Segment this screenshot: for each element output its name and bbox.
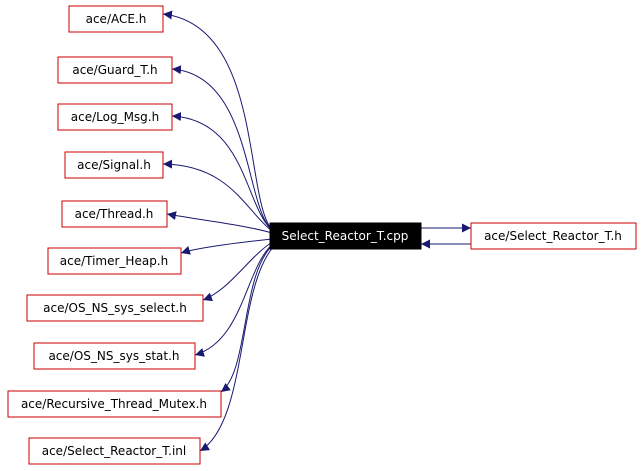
edge-to-os-ns-sys-stat-h <box>194 241 276 357</box>
node-select-reactor-t-h[interactable]: ace/Select_Reactor_T.h <box>470 222 637 250</box>
node-os-ns-sys-select-h[interactable]: ace/OS_NS_sys_select.h <box>26 294 204 322</box>
node-signal-h[interactable]: ace/Signal.h <box>64 151 164 179</box>
edge-to-os-ns-sys-select-h <box>202 240 275 302</box>
edge-to-log-msg-h <box>171 112 272 230</box>
node-label: ace/Select_Reactor_T.inl <box>42 444 187 458</box>
node-label: ace/Recursive_Thread_Mutex.h <box>21 397 207 411</box>
node-ace-h[interactable]: ace/ACE.h <box>68 5 164 33</box>
node-label: ace/Select_Reactor_T.h <box>484 229 622 243</box>
node-select-reactor-t-inl[interactable]: ace/Select_Reactor_T.inl <box>28 437 201 465</box>
edge-to-thread-h <box>166 211 273 234</box>
node-label: ace/Log_Msg.h <box>71 110 159 124</box>
edge-to-signal-h <box>162 159 273 232</box>
main-node-label: Select_Reactor_T.cpp <box>282 229 409 243</box>
edge-to-ace-h <box>162 10 271 228</box>
node-label: ace/ACE.h <box>86 12 147 26</box>
edge-to-timer-heap-h <box>180 238 273 255</box>
node-label: ace/Guard_T.h <box>72 63 157 77</box>
node-label: ace/Signal.h <box>77 158 151 172</box>
edge-to-guard-t-h <box>171 65 271 229</box>
edge-to-select-reactor-t-inl <box>199 241 279 452</box>
node-label: ace/OS_NS_sys_stat.h <box>48 349 179 363</box>
node-label: ace/OS_NS_sys_select.h <box>43 301 187 315</box>
dependency-edges <box>162 10 471 452</box>
node-timer-heap-h[interactable]: ace/Timer_Heap.h <box>47 247 182 275</box>
node-thread-h[interactable]: ace/Thread.h <box>61 200 168 228</box>
node-os-ns-sys-stat-h[interactable]: ace/OS_NS_sys_stat.h <box>33 342 196 370</box>
node-label: ace/Thread.h <box>75 207 154 221</box>
main-node[interactable]: Select_Reactor_T.cpp <box>269 222 422 250</box>
node-log-msg-h[interactable]: ace/Log_Msg.h <box>57 103 173 131</box>
edge-to-recursive-thread-mutex-h <box>220 241 277 393</box>
node-label: ace/Timer_Heap.h <box>60 254 168 268</box>
node-guard-t-h[interactable]: ace/Guard_T.h <box>57 56 173 84</box>
node-recursive-thread-mutex-h[interactable]: ace/Recursive_Thread_Mutex.h <box>7 390 222 418</box>
